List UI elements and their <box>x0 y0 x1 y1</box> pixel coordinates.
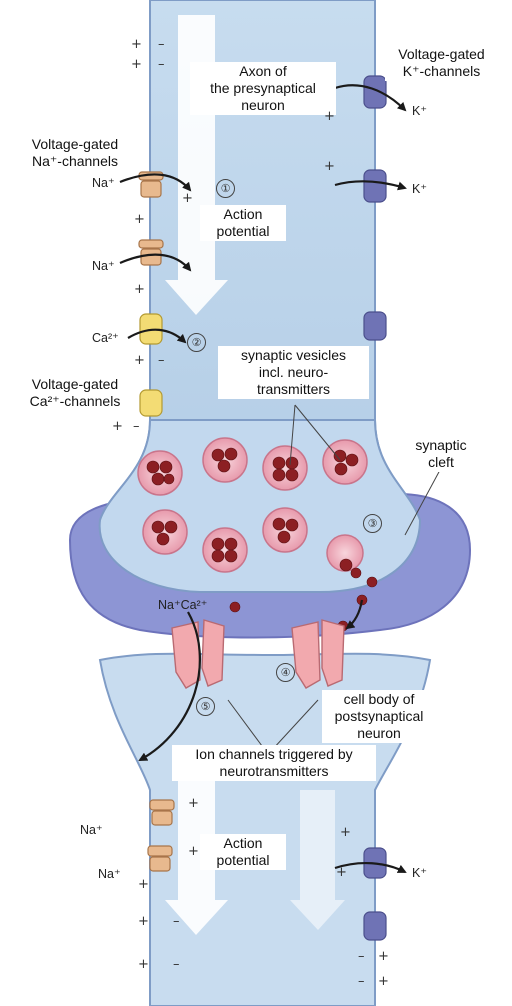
plus-sign: + <box>138 878 149 891</box>
plus-sign: + <box>134 283 145 296</box>
ca-channels-label: Voltage-gated Ca²⁺-channels <box>18 375 132 411</box>
step-5: ⑤ <box>196 697 215 716</box>
ion-k-1: K⁺ <box>412 103 427 118</box>
plus-sign: + <box>378 950 389 963</box>
plus-sign: + <box>182 192 193 205</box>
plus-sign: + <box>134 354 145 367</box>
minus-sign: – <box>173 958 180 971</box>
vesicles-label: synaptic vesicles incl. neuro- transmitt… <box>218 346 369 399</box>
plus-sign: + <box>324 160 335 173</box>
step-2: ② <box>187 333 206 352</box>
plus-sign: + <box>188 845 199 858</box>
ion-channels-label: Ion channels triggered by neurotransmitt… <box>172 745 376 781</box>
plus-sign: + <box>378 975 389 988</box>
action-potential-label-bottom: Action potential <box>200 834 286 870</box>
plus-sign: + <box>188 797 199 810</box>
axon-label: Axon of the presynaptical neuron <box>190 62 336 115</box>
plus-sign: + <box>324 110 335 123</box>
plus-sign: + <box>131 38 142 51</box>
k-channels-label: Voltage-gated K⁺-channels <box>385 45 498 81</box>
plus-sign: + <box>340 826 351 839</box>
synaptic-cleft-label: synaptic cleft <box>405 436 477 472</box>
ion-ca: Ca²⁺ <box>92 330 119 345</box>
na-channels-label: Voltage-gated Na⁺-channels <box>18 135 132 171</box>
action-potential-label-top: Action potential <box>200 205 286 241</box>
ion-k-2: K⁺ <box>412 181 427 196</box>
minus-sign: – <box>158 354 165 367</box>
ion-k-3: K⁺ <box>412 865 427 880</box>
plus-sign: + <box>134 213 145 226</box>
plus-sign: + <box>336 866 347 879</box>
plus-sign: + <box>112 420 123 433</box>
step-1: ① <box>216 179 235 198</box>
minus-sign: – <box>133 420 140 433</box>
ion-na-1: Na⁺ <box>92 175 115 190</box>
minus-sign: – <box>358 975 365 988</box>
step-3: ③ <box>363 514 382 533</box>
ion-na-3: Na⁺ <box>80 822 103 837</box>
minus-sign: – <box>358 950 365 963</box>
minus-sign: – <box>173 915 180 928</box>
presynaptic-bulb <box>100 420 420 592</box>
minus-sign: – <box>158 58 165 71</box>
plus-sign: + <box>138 958 149 971</box>
plus-sign: + <box>131 58 142 71</box>
ion-na-ca-post: Na⁺Ca²⁺ <box>158 597 207 612</box>
step-4: ④ <box>276 663 295 682</box>
plus-sign: + <box>138 915 149 928</box>
ion-na-2: Na⁺ <box>92 258 115 273</box>
minus-sign: – <box>158 38 165 51</box>
cell-body-label: cell body of postsynaptical neuron <box>322 690 436 743</box>
ion-na-4: Na⁺ <box>98 866 121 881</box>
